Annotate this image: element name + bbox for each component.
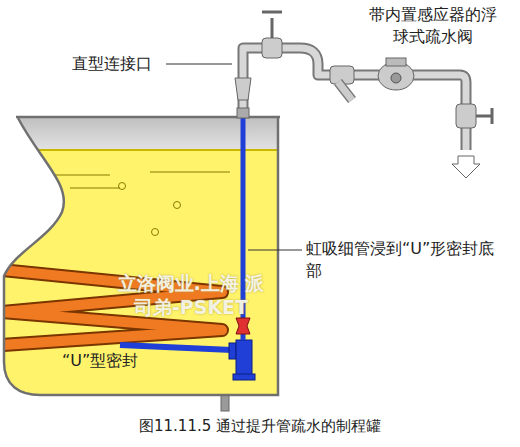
- leader-line: [166, 64, 232, 65]
- check-valve: [236, 318, 250, 334]
- leader-line: [248, 250, 302, 251]
- u-seal: [236, 340, 252, 378]
- outlet-arrow: [452, 156, 480, 178]
- part-label: 直型连接口: [72, 53, 168, 75]
- tank-wall: [4, 118, 278, 395]
- tank-leg: [221, 395, 229, 411]
- part-label: “U”型密封: [62, 350, 172, 372]
- drain-pipe: [243, 48, 466, 150]
- straight-connector: [235, 78, 251, 100]
- isolation-valve: [262, 38, 282, 58]
- part-label: 虹吸细管浸到“U”形密封底部: [306, 238, 506, 281]
- watermark: 立洛阀业.上海 派司弟-PSKET: [116, 272, 266, 320]
- outlet-valve: [456, 104, 476, 128]
- figure-caption: 图11.11.5 通过提升管疏水的制程罐: [0, 416, 520, 436]
- part-label: 带内置感应器的浮球式疏水阀: [362, 4, 504, 47]
